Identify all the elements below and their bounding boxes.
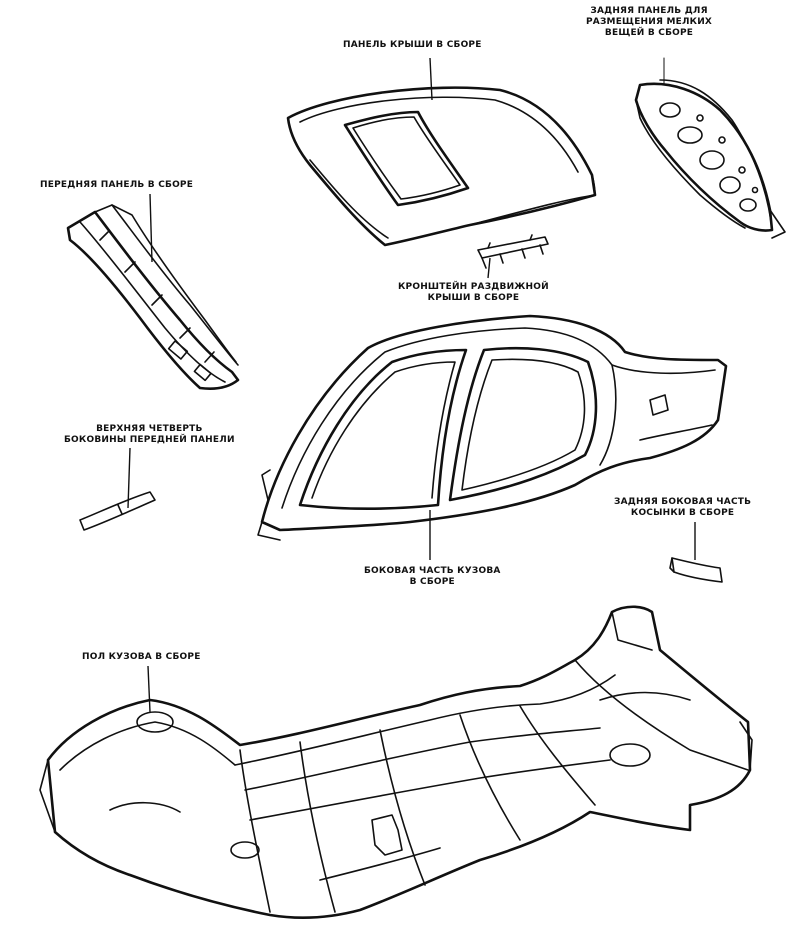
label-rear-gusset: ЗАДНЯЯ БОКОВАЯ ЧАСТЬ КОСЫНКИ В СБОРЕ xyxy=(614,497,751,519)
sunroof-bracket-drawing xyxy=(477,234,549,269)
body-floor-drawing xyxy=(39,605,753,920)
label-upper-quarter: ВЕРХНЯЯ ЧЕТВЕРТЬ БОКОВИНЫ ПЕРЕДНЕЙ ПАНЕЛ… xyxy=(64,424,235,446)
roof-panel-drawing xyxy=(286,86,597,247)
label-roof-panel: ПАНЕЛЬ КРЫШИ В СБОРЕ xyxy=(343,40,482,51)
front-panel-drawing xyxy=(66,204,240,391)
label-body-side-line-1: БОКОВАЯ ЧАСТЬ КУЗОВА xyxy=(364,566,501,576)
label-sunroof-bracket-line-1: КРОНШТЕЙН РАЗДВИЖНОЙ xyxy=(398,282,549,292)
label-rear-gusset-line-1: ЗАДНЯЯ БОКОВАЯ ЧАСТЬ xyxy=(614,497,752,507)
label-rear-shelf-line-2: РАЗМЕЩЕНИЯ МЕЛКИХ xyxy=(586,17,713,27)
label-upper-quarter-line-2: БОКОВИНЫ ПЕРЕДНЕЙ ПАНЕЛИ xyxy=(64,435,235,445)
label-rear-gusset-line-2: КОСЫНКИ В СБОРЕ xyxy=(630,508,735,518)
rear-gusset-drawing xyxy=(669,557,723,583)
body-side-drawing xyxy=(257,314,728,541)
label-floor: ПОЛ КУЗОВА В СБОРЕ xyxy=(82,652,201,663)
label-sunroof-bracket: КРОНШТЕЙН РАЗДВИЖНОЙ КРЫШИ В СБОРЕ xyxy=(398,282,549,304)
label-rear-shelf: ЗАДНЯЯ ПАНЕЛЬ ДЛЯ РАЗМЕЩЕНИЯ МЕЛКИХ ВЕЩЕ… xyxy=(586,6,712,39)
label-front-panel-text: ПЕРЕДНЯЯ ПАНЕЛЬ В СБОРЕ xyxy=(40,180,194,190)
label-rear-shelf-line-1: ЗАДНЯЯ ПАНЕЛЬ ДЛЯ xyxy=(590,6,708,16)
upper-quarter-drawing xyxy=(79,491,156,531)
label-rear-shelf-line-3: ВЕЩЕЙ В СБОРЕ xyxy=(604,28,694,38)
label-sunroof-bracket-line-2: КРЫШИ В СБОРЕ xyxy=(427,293,520,303)
label-upper-quarter-line-1: ВЕРХНЯЯ ЧЕТВЕРТЬ xyxy=(96,424,203,434)
rear-shelf-drawing xyxy=(634,57,786,239)
label-front-panel: ПЕРЕДНЯЯ ПАНЕЛЬ В СБОРЕ xyxy=(40,180,193,191)
label-body-side: БОКОВАЯ ЧАСТЬ КУЗОВА В СБОРЕ xyxy=(364,566,501,588)
leader-lines xyxy=(127,57,696,713)
label-floor-text: ПОЛ КУЗОВА В СБОРЕ xyxy=(82,652,201,662)
label-body-side-line-2: В СБОРЕ xyxy=(409,577,455,587)
label-roof-panel-text: ПАНЕЛЬ КРЫШИ В СБОРЕ xyxy=(343,40,482,50)
